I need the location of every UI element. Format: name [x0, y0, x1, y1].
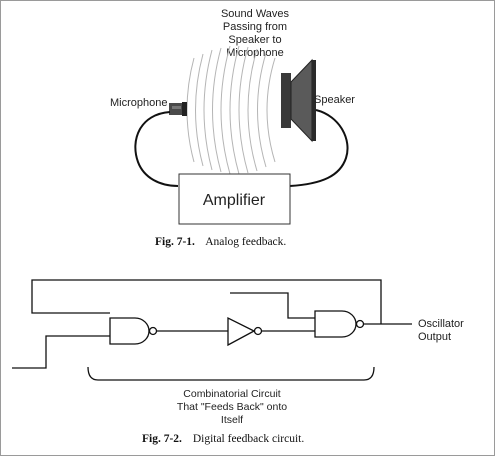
sound-wave-arc: [238, 46, 249, 174]
amplifier-box: [178, 173, 291, 225]
sound-waves-label-line-3: Speaker to: [228, 34, 281, 46]
fig-7-1-analog-feedback: Sound Waves Passing from Speaker to Micr…: [110, 8, 355, 248]
sound-wave-arc: [229, 45, 240, 175]
nand-gate-1-bubble: [148, 326, 158, 336]
bracket-label-line-2: That "Feeds Back" onto: [177, 401, 287, 413]
nand-gate-2-bubble: [355, 319, 365, 329]
sound-waves-label-line-4: Microphone: [226, 47, 283, 59]
sound-wave-arc: [266, 57, 276, 163]
bracket-label-line-1: Combinatorial Circuit: [183, 388, 281, 400]
microphone-label: Microphone: [110, 97, 167, 109]
input-wire: [12, 335, 110, 369]
sound-wave-arc: [203, 49, 213, 171]
feedback-wire: [31, 279, 382, 324]
oscillator-output-label-line-1: Oscillator: [418, 318, 464, 330]
fig-7-1-caption: Fig. 7-1. Analog feedback.: [155, 236, 286, 248]
microphone-icon: [169, 102, 187, 116]
sound-wave-arcs: [186, 45, 276, 175]
fig-7-1-caption-text: Analog feedback.: [205, 236, 286, 248]
sound-wave-arc: [220, 45, 231, 175]
inverter-bubble: [253, 326, 263, 336]
bracket-label-line-3: Itself: [221, 414, 243, 426]
fig-7-2-digital-feedback: [12, 279, 412, 381]
nand-gate-2-upper-input: [230, 292, 315, 319]
nand-gate-1: [109, 317, 150, 345]
fig-7-1-caption-number: Fig. 7-1.: [155, 236, 195, 248]
nand-gate-2: [314, 310, 357, 338]
combinatorial-bracket: [87, 366, 375, 381]
sound-wave-arc: [186, 57, 195, 163]
speaker-icon: [281, 58, 316, 143]
sound-waves-label-line-2: Passing from: [223, 21, 287, 33]
sound-wave-arc: [212, 47, 222, 173]
fig-7-2-caption: Fig. 7-2. Digital feedback circuit.: [142, 433, 304, 445]
sound-wave-arc: [247, 48, 258, 172]
inverter-gate: [227, 316, 256, 347]
sound-waves-label-line-1: Sound Waves: [221, 8, 290, 20]
microphone-cable: [134, 111, 179, 187]
fig-7-2-caption-text: Digital feedback circuit.: [193, 433, 305, 445]
fig-7-2-caption-number: Fig. 7-2.: [142, 433, 182, 445]
oscillator-output-label-line-2: Output: [418, 331, 451, 343]
speaker-label: Speaker: [314, 94, 355, 106]
amplifier-label: Amplifier: [203, 192, 266, 209]
sound-wave-arc: [257, 52, 267, 168]
speaker-cable: [289, 109, 349, 187]
sound-wave-arc: [195, 53, 204, 167]
